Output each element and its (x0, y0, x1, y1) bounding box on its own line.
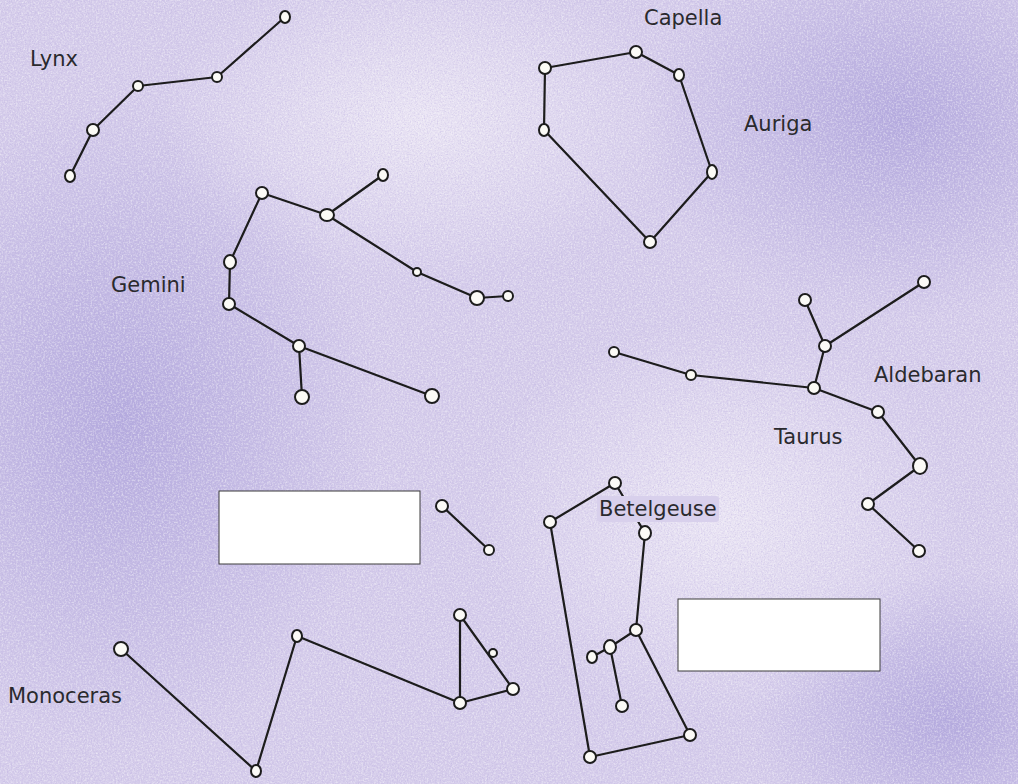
gemini-lines (262, 193, 508, 298)
blank-box (678, 599, 880, 671)
constellation-name: Monoceras (6, 683, 124, 709)
star (609, 347, 619, 357)
star (65, 170, 75, 182)
star (224, 255, 236, 269)
monoceros-lines (460, 615, 513, 703)
star (609, 477, 621, 489)
gemini-lines (327, 175, 383, 215)
orion-lines (550, 483, 690, 757)
star (114, 642, 128, 656)
star (707, 165, 717, 179)
star (686, 370, 696, 380)
star (320, 209, 334, 221)
star (507, 683, 519, 695)
canis-minor-lines (442, 506, 489, 550)
star (436, 500, 448, 512)
star (280, 11, 290, 23)
star (862, 498, 874, 510)
star (484, 545, 494, 555)
star (256, 187, 268, 199)
star (544, 516, 556, 528)
constellation-name: Gemini (109, 272, 188, 298)
star (413, 268, 421, 276)
star (539, 124, 549, 136)
star (630, 46, 642, 58)
star-name: Capella (642, 5, 724, 31)
star (251, 765, 261, 777)
star (378, 169, 388, 181)
star (293, 340, 305, 352)
star (604, 640, 616, 654)
star (674, 69, 684, 81)
star (87, 124, 99, 136)
star (913, 458, 927, 474)
taurus-lines (825, 282, 924, 346)
blank-box (219, 491, 420, 564)
star (223, 298, 235, 310)
star (587, 651, 597, 663)
auriga-lines (544, 52, 712, 242)
star (470, 291, 484, 305)
star (913, 545, 925, 557)
star-name: Aldebaran (872, 362, 983, 388)
star (684, 729, 696, 741)
star (630, 624, 642, 636)
constellation-name: Auriga (742, 111, 814, 137)
taurus-lines (614, 300, 825, 388)
star (133, 81, 143, 91)
star (918, 276, 930, 288)
star (295, 390, 309, 404)
star (808, 382, 820, 394)
star-name: Betelgeuse (597, 496, 719, 522)
star (425, 389, 439, 403)
star (454, 697, 466, 709)
lynx-lines (70, 17, 285, 176)
star (639, 526, 651, 540)
star (584, 751, 596, 763)
star (489, 649, 497, 657)
star (616, 700, 628, 712)
star (799, 294, 811, 306)
taurus-lines (814, 388, 920, 551)
constellation-name: Lynx (28, 46, 80, 72)
star (819, 340, 831, 352)
orion-lines (592, 630, 636, 657)
orion-lines (610, 647, 622, 706)
gemini-lines (229, 193, 432, 396)
monoceros-lines (121, 636, 460, 771)
constellation-name: Taurus (772, 424, 844, 450)
star (454, 609, 466, 621)
star (539, 62, 551, 74)
star (872, 406, 884, 418)
star (644, 236, 656, 248)
star (292, 630, 302, 642)
star (212, 72, 222, 82)
star (503, 291, 513, 301)
